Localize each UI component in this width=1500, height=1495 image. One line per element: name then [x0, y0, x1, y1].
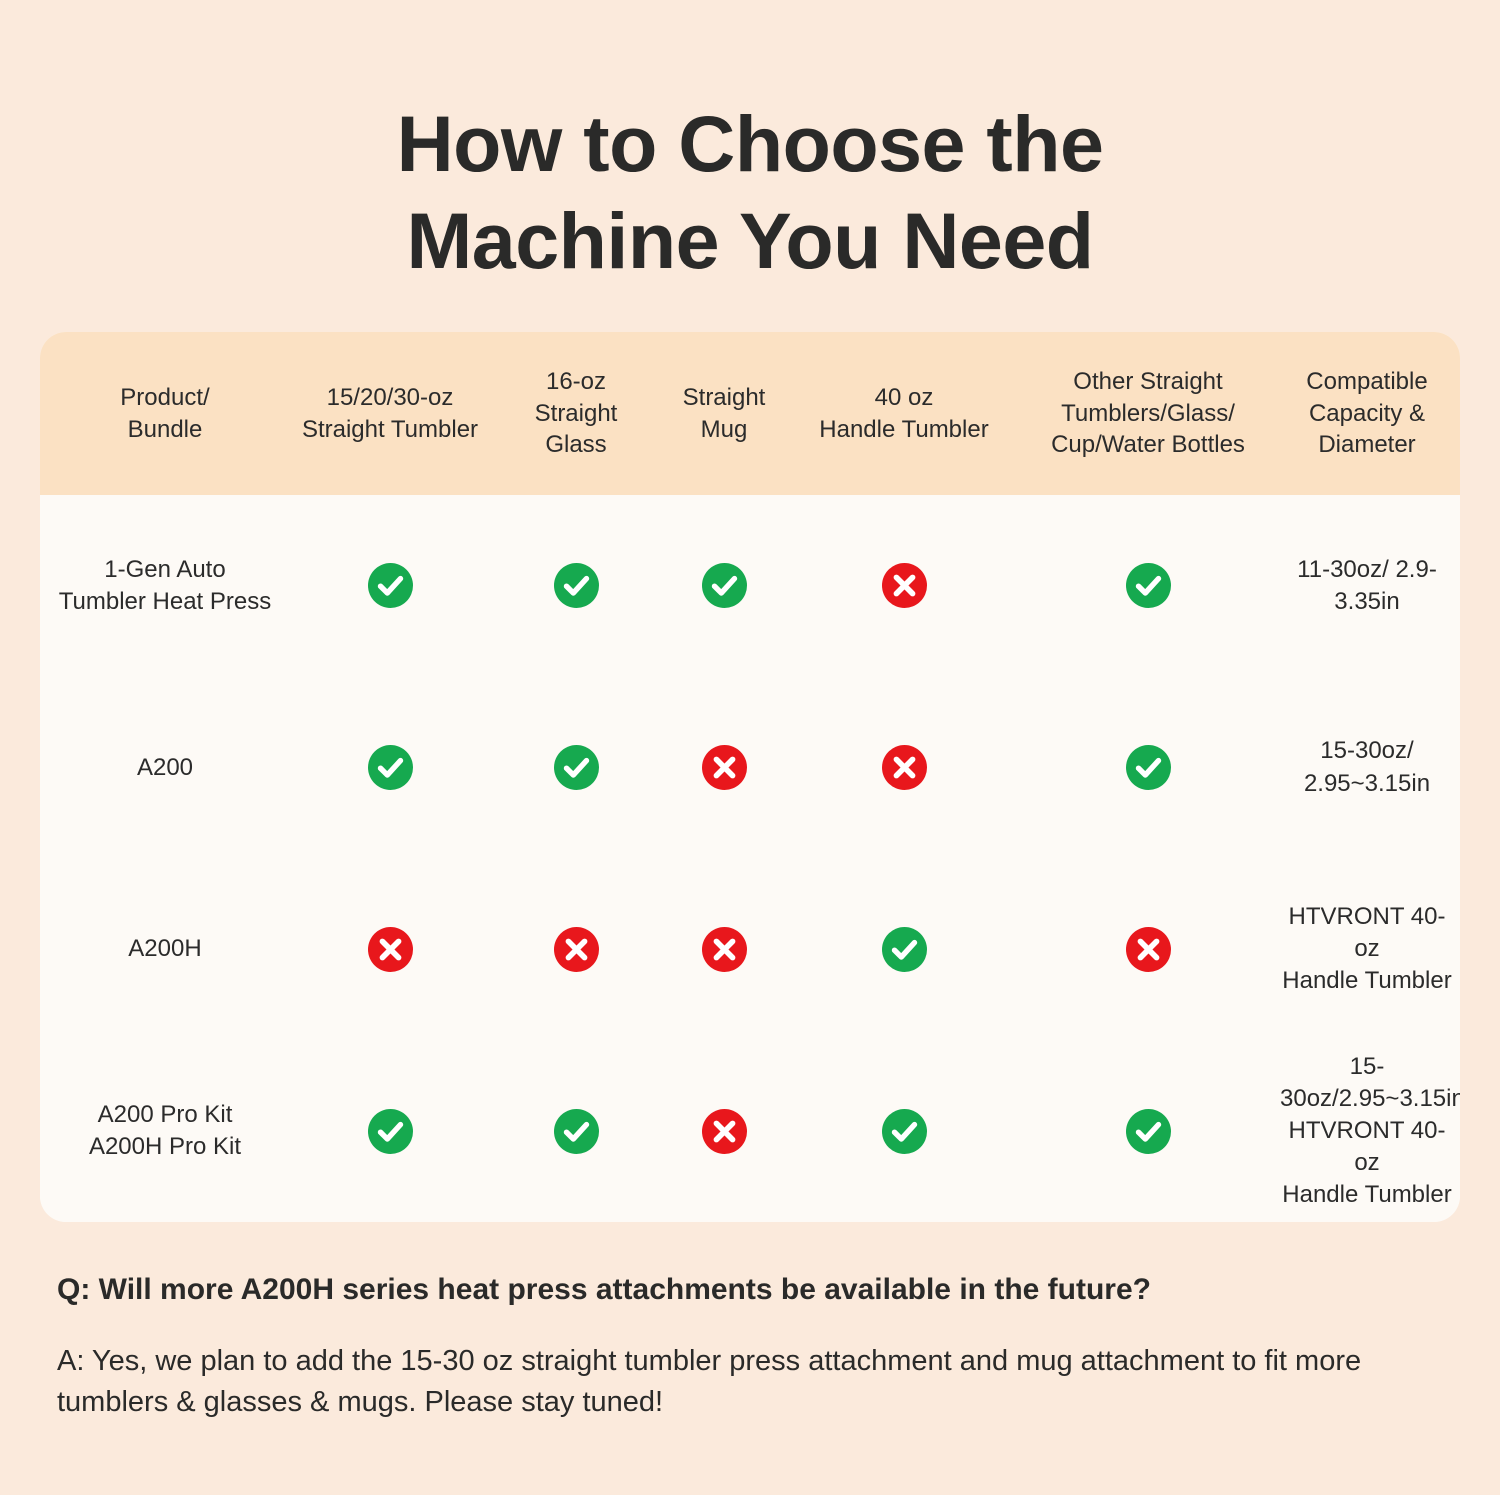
cell-straight-mug	[662, 1108, 786, 1154]
check-circle-icon	[367, 1108, 413, 1154]
cell-product: A200H	[128, 935, 202, 963]
cell-handle-tumbler-40oz	[786, 563, 1022, 609]
check-circle-icon	[1125, 563, 1171, 609]
cell-product: A200	[136, 753, 194, 781]
check-circle-icon	[1125, 1108, 1171, 1154]
check-circle-icon	[881, 1108, 927, 1154]
faq-section: Q: Will more A200H series heat press att…	[57, 1270, 1457, 1423]
faq-answer: A: Yes, we plan to add the 15-30 oz stra…	[57, 1344, 1362, 1418]
check-circle-icon	[367, 745, 413, 791]
cell-straight-tumbler-15-20-30oz	[290, 563, 490, 609]
cross-circle-icon	[881, 745, 927, 791]
cell-straight-mug	[662, 563, 786, 609]
page-title: How to Choose the Machine You Need	[0, 0, 1500, 289]
cell-compatible-capacity: 15-30oz/2.95~3.15in	[1303, 737, 1431, 797]
cell-straight-tumbler-15-20-30oz	[290, 1108, 490, 1154]
cell-straight-glass-16oz	[490, 926, 662, 972]
check-circle-icon	[553, 745, 599, 791]
cell-other-straight-containers	[1022, 1108, 1274, 1154]
cell-straight-tumbler-15-20-30oz	[290, 745, 490, 791]
table-header-product: Product/Bundle	[120, 383, 210, 443]
check-circle-icon	[1125, 745, 1171, 791]
cell-handle-tumbler-40oz	[786, 1108, 1022, 1154]
cross-circle-icon	[367, 926, 413, 972]
check-circle-icon	[881, 926, 927, 972]
cross-circle-icon	[1125, 926, 1171, 972]
cell-straight-glass-16oz	[490, 563, 662, 609]
cell-handle-tumbler-40oz	[786, 926, 1022, 972]
cell-other-straight-containers	[1022, 745, 1274, 791]
cross-circle-icon	[701, 745, 747, 791]
cell-compatible-capacity: 11-30oz/ 2.9-3.35in	[1297, 555, 1437, 615]
cell-other-straight-containers	[1022, 926, 1274, 972]
cell-straight-tumbler-15-20-30oz	[290, 926, 490, 972]
cross-circle-icon	[553, 926, 599, 972]
cell-straight-glass-16oz	[490, 745, 662, 791]
check-circle-icon	[553, 563, 599, 609]
page-title-line-2: Machine You Need	[406, 196, 1094, 286]
cell-straight-mug	[662, 745, 786, 791]
check-circle-icon	[701, 563, 747, 609]
check-circle-icon	[553, 1108, 599, 1154]
cell-straight-glass-16oz	[490, 1108, 662, 1154]
cross-circle-icon	[701, 1108, 747, 1154]
cell-handle-tumbler-40oz	[786, 745, 1022, 791]
page-title-line-1: How to Choose the	[396, 99, 1104, 188]
cross-circle-icon	[701, 926, 747, 972]
table-row: A200 15-30oz/2.95~3.15in	[40, 677, 1460, 859]
cross-circle-icon	[881, 563, 927, 609]
cell-other-straight-containers	[1022, 563, 1274, 609]
faq-question: Q: Will more A200H series heat press att…	[57, 1273, 1151, 1306]
check-circle-icon	[367, 563, 413, 609]
cell-straight-mug	[662, 926, 786, 972]
